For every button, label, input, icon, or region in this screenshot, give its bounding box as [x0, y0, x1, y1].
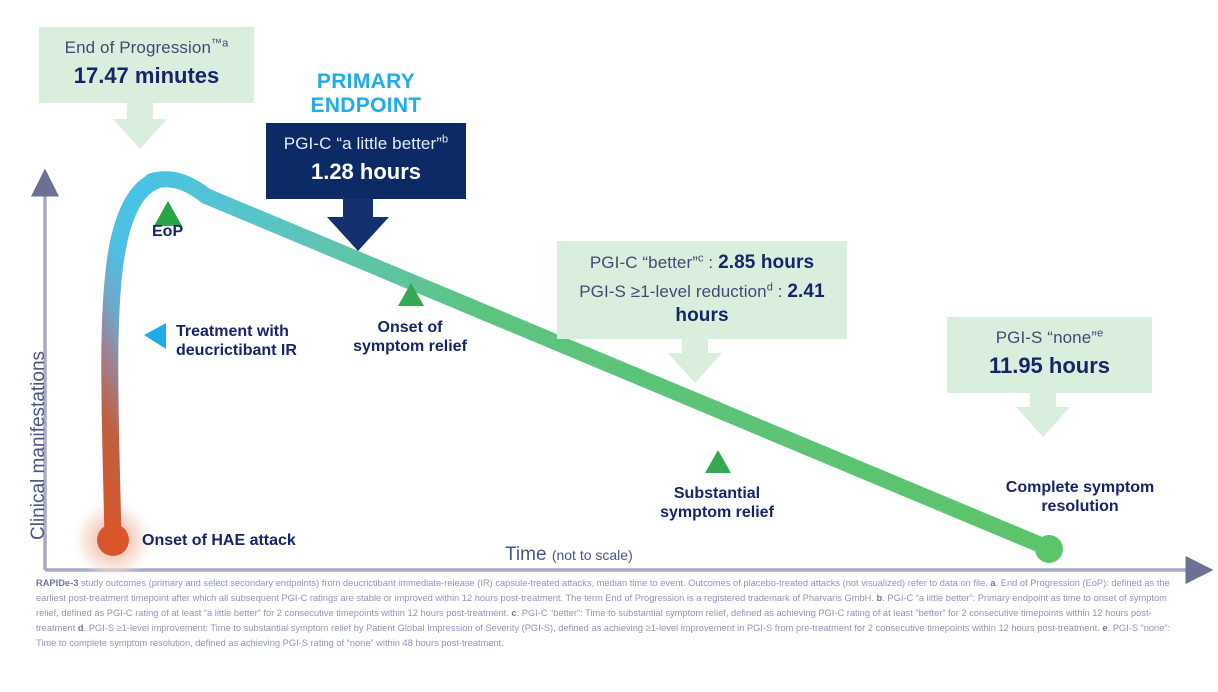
marker-label-substantial-line1: Substantial: [673, 485, 761, 502]
marker-label-complete-line2: resolution: [1041, 498, 1119, 516]
callout-resolution-title: PGI-S “none”e: [995, 327, 1104, 347]
callout-eop-title: End of Progression™a: [64, 37, 229, 57]
marker-label-onset-relief-line1: Onset of: [377, 319, 443, 336]
attack-onset-dot: [97, 524, 129, 556]
callout-middle-line1-value: 2.85 hours: [718, 252, 815, 273]
callout-resolution-value: 11.95 hours: [988, 353, 1111, 379]
callout-middle-line1-sep: :: [703, 253, 719, 272]
marker-label-complete-resolution: Complete symptom resolution: [985, 478, 1175, 516]
callout-primary-superscript: b: [441, 133, 449, 146]
footnote-text-a: . End of Progression (EoP): defined as t…: [36, 578, 1170, 604]
callout-resolution-arrow-stem: [1029, 392, 1056, 407]
callout-middle-arrow-head: [668, 353, 722, 384]
treatment-triangle-marker: [144, 323, 166, 349]
callout-primary-value: 1.28 hours: [310, 159, 422, 185]
callout-end-of-progression: End of Progression™a 17.47 minutes: [39, 27, 254, 149]
callout-resolution-superscript: e: [1097, 327, 1104, 340]
callout-middle-box: PGI-C “better”c : 2.85 hours PGI-S ≥1-le…: [557, 241, 847, 340]
footnote-key-e: e: [1102, 623, 1108, 634]
callout-eop-arrow-stem: [126, 102, 153, 119]
callout-eop-arrow: [112, 102, 167, 149]
marker-label-treatment: Treatment with deucrictibant IR: [176, 322, 297, 360]
callout-middle-line1: PGI-C “better”c : 2.85 hours: [589, 252, 815, 273]
footnote-key-d: d: [77, 623, 84, 634]
callout-primary-arrow-head: [327, 216, 389, 251]
callout-resolution-arrow-head: [1015, 406, 1070, 437]
marker-label-onset-relief: Onset of symptom relief: [330, 318, 490, 356]
callout-primary-endpoint: PRIMARY ENDPOINT PGI-C “a little better”…: [266, 70, 466, 251]
marker-label-onset-relief-line2: symptom relief: [353, 338, 467, 356]
footnote-key-b: b: [876, 593, 883, 604]
callout-substantial-relief: PGI-C “better”c : 2.85 hours PGI-S ≥1-le…: [557, 241, 847, 384]
callout-primary-title: PGI-C “a little better”b: [283, 133, 449, 153]
marker-label-onset-attack: Onset of HAE attack: [142, 532, 296, 549]
footnote-text-d: . PGI-S ≥1-level improvement: Time to su…: [83, 623, 1103, 634]
callout-complete-resolution: PGI-S “none”e 11.95 hours: [947, 317, 1152, 437]
footnote-body: study outcomes (primary and select secon…: [78, 578, 991, 588]
callout-resolution-box: PGI-S “none”e 11.95 hours: [947, 317, 1152, 393]
x-axis-label-note: (not to scale): [551, 547, 633, 563]
callout-middle-line1-superscript: c: [698, 252, 704, 265]
callout-resolution-arrow: [1015, 392, 1070, 437]
footnotes: RAPIDe-3 study outcomes (primary and sel…: [36, 576, 1188, 651]
callout-eop-arrow-head: [112, 118, 167, 149]
footnote-text-c: . PGI-C “better”: Time to substantial sy…: [36, 608, 1152, 634]
primary-endpoint-heading: PRIMARY ENDPOINT: [310, 70, 422, 117]
callout-eop-box: End of Progression™a 17.47 minutes: [39, 27, 254, 103]
footnote-text-b: . PGI-C “a little better”: Primary endpo…: [36, 593, 1167, 619]
callout-eop-superscript: ™a: [211, 37, 229, 50]
footnote-key-c: c: [511, 608, 517, 619]
substantial-relief-triangle-marker: [705, 450, 731, 473]
callout-middle-arrow: [668, 339, 722, 384]
y-axis-label: Clinical manifestations: [28, 350, 49, 540]
marker-label-substantial-line2: symptom relief: [660, 504, 774, 522]
x-axis-label-main: Time: [505, 544, 547, 565]
callout-primary-arrow-stem: [343, 198, 373, 217]
callout-primary-arrow: [327, 198, 389, 251]
callout-eop-value: 17.47 minutes: [73, 63, 220, 89]
curve-attack-rise: [101, 172, 164, 549]
marker-label-treatment-line1: Treatment with: [176, 323, 289, 340]
callout-middle-line2-value: 2.41 hours: [675, 280, 825, 326]
marker-label-eop: EoP: [152, 223, 184, 240]
curve-resolution: [144, 171, 1056, 556]
marker-label-treatment-line2: deucrictibant IR: [176, 342, 297, 360]
callout-middle-line2-sep: :: [772, 281, 788, 301]
callout-middle-line2: PGI-S ≥1-level reductiond : 2.41 hours: [579, 280, 825, 326]
marker-label-complete-line1: Complete symptom: [1005, 479, 1155, 496]
x-axis-label: Time (not to scale): [505, 544, 633, 566]
marker-label-substantial-relief: Substantial symptom relief: [637, 484, 797, 522]
footnote-text-e: . PGI-S “none”: Time to complete symptom…: [36, 623, 1171, 649]
resolution-dot: [1035, 535, 1063, 563]
footnote-lead: RAPIDe-3: [36, 578, 79, 588]
callout-primary-box: PGI-C “a little better”b 1.28 hours: [266, 123, 466, 199]
onset-relief-triangle-marker: [398, 283, 424, 306]
callout-middle-arrow-stem: [682, 339, 708, 354]
footnote-key-a: a: [990, 578, 996, 588]
callout-middle-line2-superscript: d: [766, 281, 773, 294]
eop-triangle-marker: [154, 201, 182, 226]
